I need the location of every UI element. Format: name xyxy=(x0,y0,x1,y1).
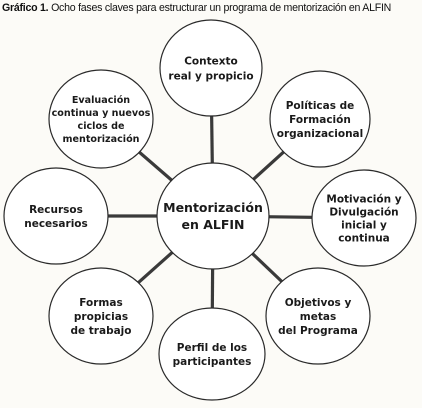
node-objetivos-label-line-2: metas xyxy=(300,311,336,323)
node-objetivos-circle xyxy=(265,267,371,365)
node-formas-label-line-2: propicias xyxy=(74,311,128,323)
node-politicas-label-line-2: Formación xyxy=(289,114,351,126)
node-perfil-label-line-1: Perfil de los xyxy=(177,342,247,354)
center-label-line-1: Mentorización xyxy=(163,200,263,215)
figure-caption: Gráfico 1. Ocho fases claves para estruc… xyxy=(2,2,420,14)
node-motivacion-label-line-2: Divulgación xyxy=(329,206,398,218)
node-perfil-label-line-2: participantes xyxy=(173,356,252,368)
node-recursos-circle xyxy=(3,167,109,265)
node-contexto-circle xyxy=(159,19,263,117)
node-politicas-label-line-1: Políticas de xyxy=(286,100,355,112)
node-evaluacion-circle xyxy=(48,69,154,169)
node-motivacion-label-line-1: Motivación y xyxy=(326,193,401,205)
node-evaluacion-label-line-1: Evaluación xyxy=(72,94,130,106)
center-circle xyxy=(156,162,270,270)
node-objetivos-label-line-1: Objetivos y xyxy=(285,297,352,309)
node-evaluacion-label-line-4: mentorización xyxy=(63,133,140,145)
node-evaluacion: Evaluación continua y nuevos ciclos dement… xyxy=(48,69,154,169)
node-politicas: Políticas de Formación organizacional xyxy=(269,70,371,168)
node-formas: Formas propicias de trabajo xyxy=(48,267,154,365)
node-politicas-label-line-3: organizacional xyxy=(277,128,363,140)
node-perfil: Perfil de los participantes xyxy=(158,307,266,401)
node-formas-circle xyxy=(48,267,154,365)
center-node: Mentorización en ALFIN xyxy=(156,162,270,270)
node-evaluacion-label-line-2: continua y nuevos xyxy=(52,108,151,119)
node-contexto: Contexto real y propicio xyxy=(159,19,263,117)
node-recursos-label-line-1: Recursos xyxy=(29,204,83,216)
node-contexto-label-line-1: Contexto xyxy=(184,55,238,67)
node-evaluacion-label-line-3: ciclos de xyxy=(78,121,125,132)
node-objetivos-label-line-3: del Programa xyxy=(278,325,358,337)
node-formas-label-line-3: de trabajo xyxy=(71,325,132,337)
node-motivacion-circle xyxy=(311,169,417,267)
node-recursos-label-line-2: necesarios xyxy=(24,218,88,230)
node-motivacion-label-line-4: continua xyxy=(338,232,390,244)
node-contexto-label-line-2: real y propicio xyxy=(168,70,253,82)
node-recursos: Recursos necesarios xyxy=(3,167,109,265)
center-label-line-2: en ALFIN xyxy=(181,217,244,232)
caption-text: Ocho fases claves para estructurar un pr… xyxy=(48,2,392,14)
node-motivacion-label-line-3: inicial y xyxy=(341,219,387,231)
caption-label: Gráfico 1. xyxy=(2,2,49,14)
node-objetivos: Objetivos y metas del Programa xyxy=(265,267,371,365)
node-perfil-circle xyxy=(158,307,266,401)
node-politicas-circle xyxy=(269,70,371,168)
node-formas-label-line-1: Formas xyxy=(79,297,122,309)
